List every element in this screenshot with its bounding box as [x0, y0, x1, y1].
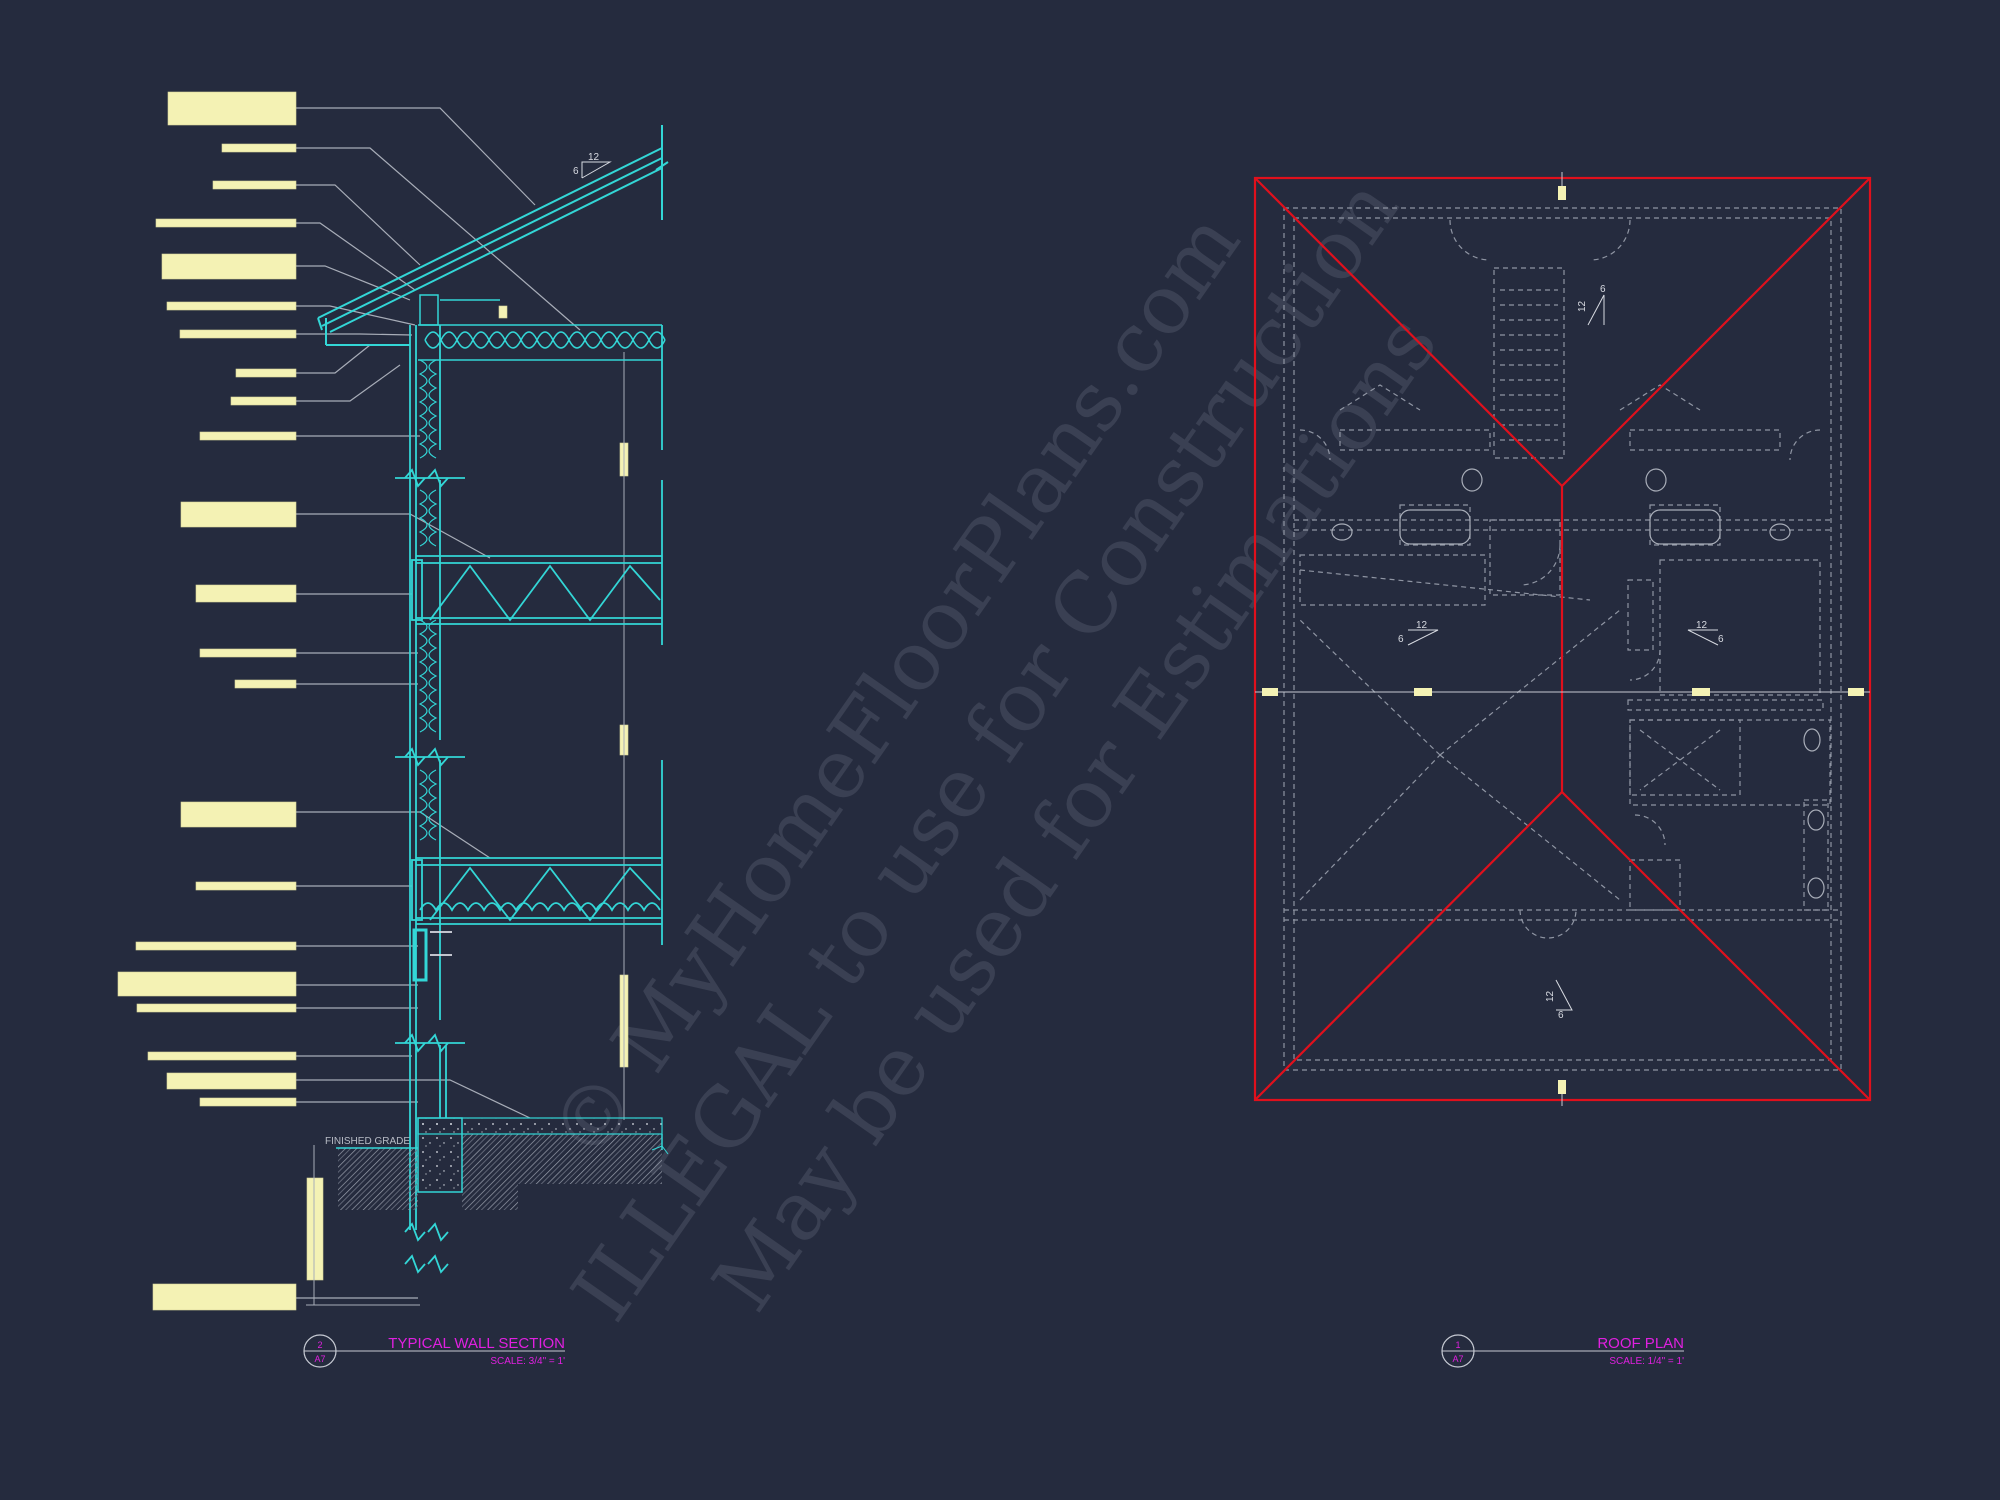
leader-lines — [296, 107, 581, 1299]
callout-label — [147, 1051, 297, 1061]
dimension-label — [1558, 186, 1566, 200]
callout-label — [136, 1003, 297, 1013]
dimension-label — [1262, 688, 1278, 696]
callout-label — [199, 1097, 297, 1107]
slope-run-label: 12 — [1416, 620, 1428, 631]
roof-dimension-labels — [1262, 186, 1864, 1094]
detail-number: 2 — [317, 1340, 322, 1350]
callout-label — [117, 971, 297, 997]
watermark-line-2: ILLEGAL to use for Construction — [554, 162, 1417, 1337]
slope-indicator — [581, 161, 612, 179]
callout-label — [166, 1072, 297, 1090]
callout-label — [167, 91, 297, 126]
foundation — [336, 1117, 669, 1210]
dimension-label — [498, 305, 508, 319]
callout-label — [155, 218, 297, 228]
roof-plan-title-block: 1 A7 ROOF PLAN SCALE: 1/4" = 1' — [1441, 1334, 1684, 1368]
wall-insulation — [418, 359, 438, 841]
dimension-label — [1414, 688, 1432, 696]
callout-label — [234, 679, 297, 689]
section-scale: SCALE: 3/4" = 1' — [490, 1356, 565, 1367]
callout-label — [179, 329, 297, 339]
callout-label — [199, 431, 297, 441]
roof-outline — [1253, 176, 1872, 1102]
dimension-label — [1848, 688, 1864, 696]
detail-sheet: A7 — [1452, 1354, 1463, 1364]
slope-indicator — [1687, 629, 1719, 646]
slope-indicators — [1407, 294, 1719, 1011]
dimension-label — [306, 1177, 324, 1281]
floor-truss-upper — [411, 555, 662, 625]
exterior-wall — [395, 325, 663, 1274]
slope-indicator — [1407, 629, 1439, 646]
slope-run-label: 12 — [1577, 300, 1588, 312]
callout-label — [135, 941, 297, 951]
floor-truss-lower — [411, 857, 662, 982]
callout-label — [166, 301, 297, 311]
slope-run-label: 12 — [1696, 620, 1708, 631]
section-title-block: 2 A7 TYPICAL WALL SECTION SCALE: 3/4" = … — [303, 1334, 565, 1368]
slope-run-label: 12 — [1545, 990, 1556, 1002]
detail-sheet: A7 — [314, 1354, 325, 1364]
slope-indicator — [1555, 979, 1573, 1011]
slope-run-label: 12 — [588, 152, 600, 163]
callout-labels — [117, 91, 629, 1311]
callout-label — [199, 648, 297, 658]
finished-grade-label: FINISHED GRADE — [325, 1136, 410, 1147]
section-title: TYPICAL WALL SECTION — [388, 1335, 565, 1352]
roof-rafter — [317, 125, 669, 346]
callout-label — [230, 396, 297, 406]
wall-section: 12 6 — [117, 91, 669, 1368]
callout-label — [212, 180, 297, 190]
callout-label — [161, 253, 297, 280]
callout-label — [180, 801, 297, 828]
callout-label — [180, 501, 297, 528]
roof-plan-title: ROOF PLAN — [1597, 1335, 1684, 1352]
attic-insulation — [418, 294, 666, 361]
fixtures — [1331, 468, 1825, 899]
callout-label — [195, 584, 297, 603]
callout-label — [221, 143, 297, 153]
roof-plan: 12 6 12 6 12 6 12 6 1 A7 ROOF PLAN SCALE… — [1253, 172, 1872, 1368]
slope-rise-label: 6 — [1398, 634, 1404, 645]
slope-rise-label: 6 — [1600, 284, 1606, 295]
dimension-label — [1692, 688, 1710, 696]
floor-plan-dashed — [1283, 207, 1842, 1071]
callout-label — [195, 881, 297, 891]
slope-rise-label: 6 — [1558, 1010, 1564, 1021]
callout-label — [152, 1283, 297, 1311]
slope-rise-label: 6 — [1718, 634, 1724, 645]
roof-plan-scale: SCALE: 1/4" = 1' — [1609, 1356, 1684, 1367]
slope-indicator — [1587, 294, 1605, 326]
callout-label — [235, 368, 297, 378]
slope-rise-label: 6 — [573, 166, 579, 177]
detail-number: 1 — [1455, 1340, 1460, 1350]
dimension-label — [1558, 1080, 1566, 1094]
